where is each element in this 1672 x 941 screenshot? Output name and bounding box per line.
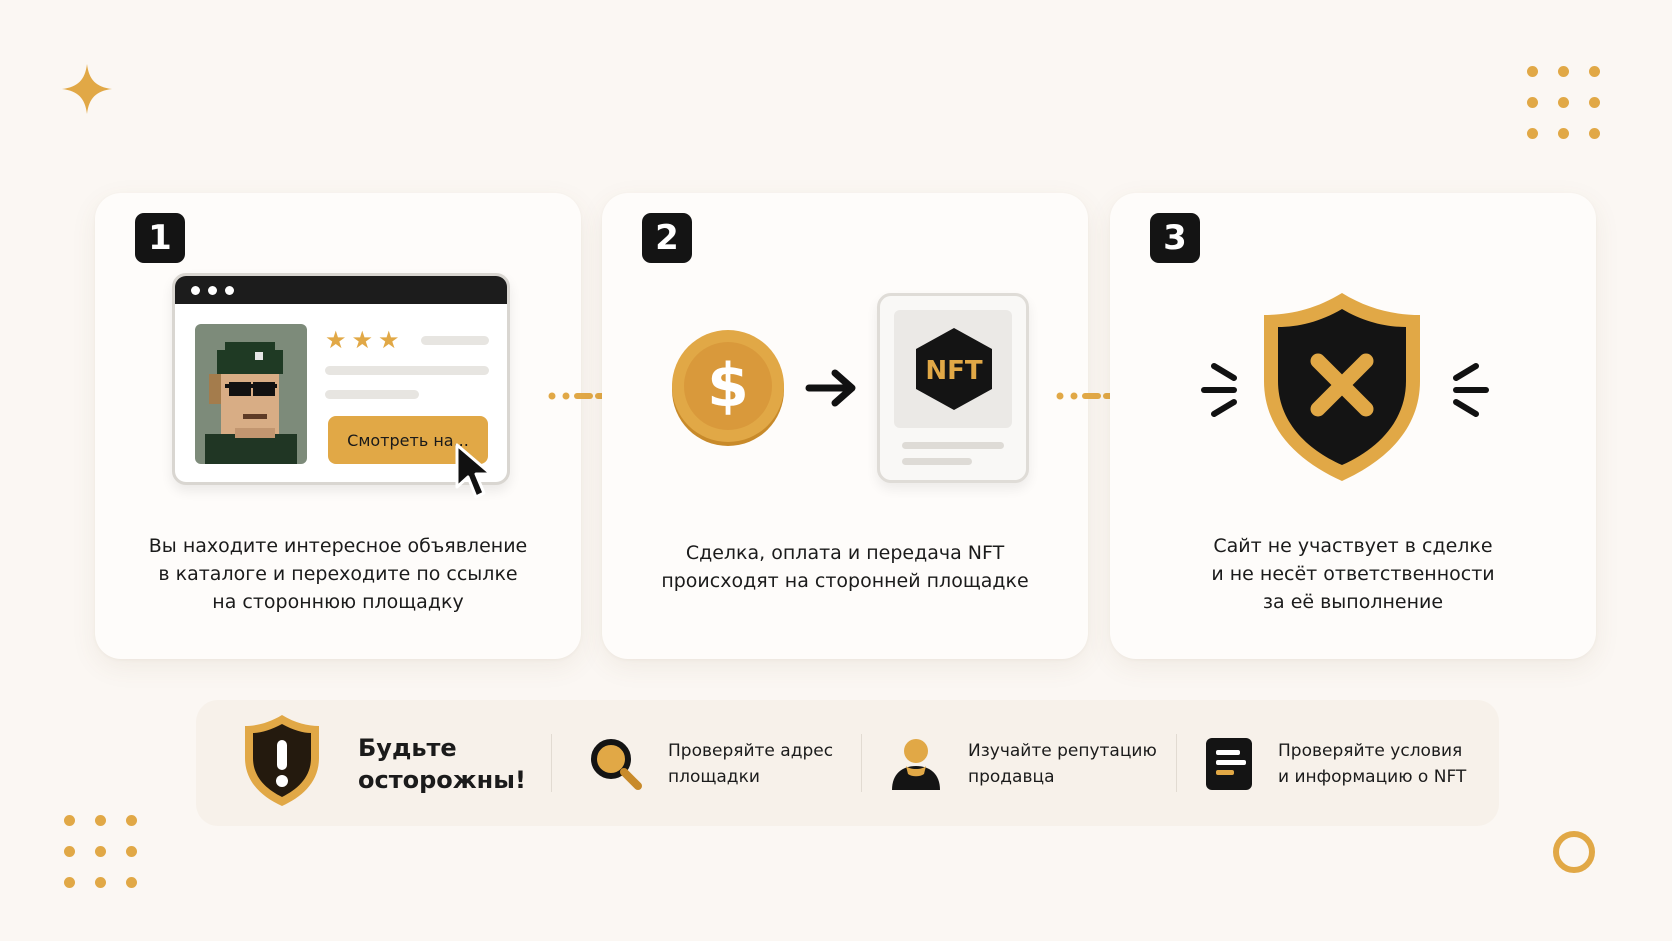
arrow-right-icon — [805, 369, 856, 407]
step-number-badge: 2 — [642, 213, 692, 263]
placeholder-line — [421, 336, 489, 345]
step-number-badge: 3 — [1150, 213, 1200, 263]
tip-check-conditions: Проверяйте условия и информацию о NFT — [1278, 741, 1467, 787]
sparkle-icon — [62, 64, 112, 114]
step-description: Сайт не участвует в сделке и не несёт от… — [1211, 535, 1495, 613]
tip-seller-reputation: Изучайте репутацию продавца — [968, 741, 1157, 787]
caution-heading: Будьте осторожны! — [358, 734, 526, 794]
svg-text:NFT: NFT — [925, 356, 983, 386]
star-icon: ★ — [325, 326, 347, 354]
magnifier-icon — [591, 739, 642, 790]
step-card-3: 3 Сайт не участвует в сделке и не несёт … — [1110, 193, 1596, 659]
alert-rays-icon — [1201, 363, 1237, 417]
step-number-badge: 1 — [135, 213, 185, 263]
cursor-icon — [455, 443, 493, 499]
step-description: Вы находите интересное объявление в ката… — [148, 535, 528, 613]
document-list-icon — [1206, 738, 1252, 790]
divider — [861, 734, 862, 792]
divider — [551, 734, 552, 792]
rating-stars: ★ ★ ★ — [325, 328, 400, 352]
dots-decoration — [1527, 66, 1600, 139]
shield-x-icon — [1258, 289, 1426, 489]
alert-rays-icon — [1453, 363, 1489, 417]
tip-check-address: Проверяйте адрес площадки — [668, 741, 834, 787]
placeholder-line — [325, 390, 419, 399]
shield-warning-icon — [245, 715, 319, 806]
dots-decoration — [64, 815, 137, 888]
browser-titlebar — [175, 276, 507, 304]
dollar-coin-icon: $ — [672, 330, 784, 446]
pixel-avatar-icon — [195, 324, 307, 464]
nft-hexagon-icon: NFT — [916, 328, 992, 410]
step-description: Сделка, оплата и передача NFT происходят… — [661, 542, 1029, 592]
user-icon — [892, 739, 940, 790]
placeholder-line — [902, 442, 1004, 449]
safety-tips-bar: Будьте осторожны! Проверяйте адрес площа… — [196, 700, 1499, 826]
placeholder-line — [902, 458, 972, 465]
nft-document-icon: NFT — [877, 293, 1029, 483]
star-icon: ★ — [351, 326, 374, 354]
ring-decoration — [1553, 831, 1595, 873]
svg-text:$: $ — [707, 351, 749, 421]
placeholder-line — [325, 366, 489, 375]
star-icon: ★ — [378, 326, 400, 354]
nft-preview: NFT — [894, 310, 1012, 428]
divider — [1176, 734, 1177, 792]
step-card-2: 2 $ NFT Сделка, оплата и передача NFT пр… — [602, 193, 1088, 659]
step-card-1: 1 ★ ★ ★ Смотр — [95, 193, 581, 659]
browser-window-icon: ★ ★ ★ Смотреть на... — [172, 273, 510, 485]
